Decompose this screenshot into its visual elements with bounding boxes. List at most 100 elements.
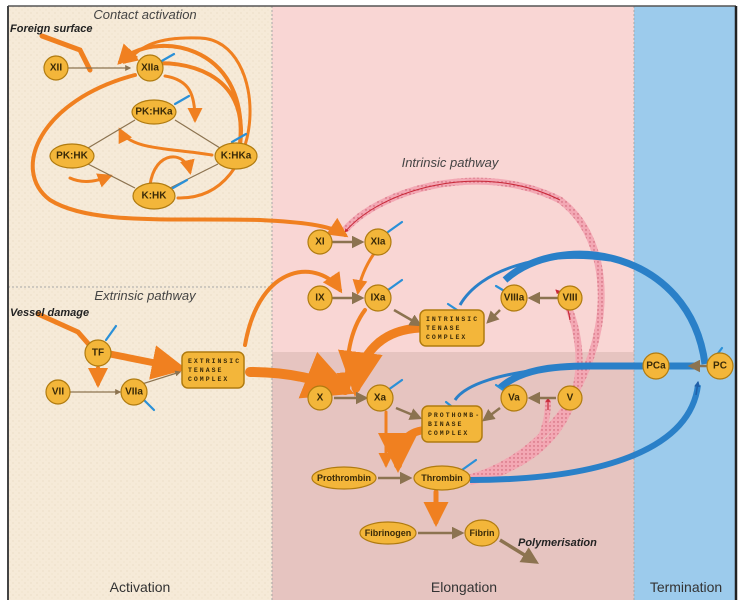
tf-to-extrinsic-tenase xyxy=(106,345,187,380)
section-activation-label: Activation xyxy=(110,579,171,595)
node-prothrombin[interactable]: Prothrombin xyxy=(311,466,377,490)
labels: Contact activation Extrinsic pathway Int… xyxy=(10,7,722,595)
node-v[interactable]: V xyxy=(557,385,583,411)
activation-arrows xyxy=(35,246,449,527)
k-hka-to-pk-hka xyxy=(118,127,214,157)
contact-activation-arrows xyxy=(30,33,349,238)
node-pc[interactable]: PC xyxy=(706,352,734,380)
intrinsic-tenase-complex[interactable]: INTRINSIC TENASE COMPLEX xyxy=(419,309,485,347)
protein-c-inhibition-arrows xyxy=(453,250,709,483)
node-viia[interactable]: VIIa xyxy=(120,378,148,406)
tick-tf xyxy=(104,324,118,342)
tick-xia xyxy=(386,220,404,234)
xiia-to-pk-hka xyxy=(163,74,203,123)
conversion-arrows xyxy=(68,65,708,564)
pk-hk-to-k-hk-line xyxy=(87,163,136,189)
tick-k-hk xyxy=(171,178,189,190)
node-pk-hka[interactable]: PK:HKa xyxy=(131,99,177,125)
k-hk-to-k-hka xyxy=(148,155,195,187)
intrinsic-pathway-label: Intrinsic pathway xyxy=(402,155,500,170)
node-pca[interactable]: PCa xyxy=(642,352,670,380)
prothrombinase-line-1: PROTHOMB- xyxy=(428,412,481,419)
prothrombinase-line-3: COMPLEX xyxy=(428,430,469,437)
node-k-hk[interactable]: K:HK xyxy=(132,182,176,210)
feedback-to-xia-head xyxy=(344,180,561,233)
node-pk-hka-label: PK:HKa xyxy=(135,107,173,118)
nodes: XII XIIa PK:HKa PK:HK K:HKa K:HK TF VII … xyxy=(43,54,734,547)
k-hk-to-xiia-loop xyxy=(122,36,252,200)
tick-pk-hka xyxy=(173,94,191,106)
node-k-hk-label: K:HK xyxy=(142,191,168,202)
contact-activation-label: Contact activation xyxy=(93,7,196,22)
extrinsic-pathway-label: Extrinsic pathway xyxy=(94,288,197,303)
node-k-hka[interactable]: K:HKa xyxy=(214,142,258,170)
prothrombinase-line-2: BINASE xyxy=(428,421,463,428)
node-xi-label: XI xyxy=(315,237,325,248)
extrinsic-tenase-complex[interactable]: EXTRINSIC TENASE COMPLEX xyxy=(181,351,245,389)
node-prothrombin-label: Prothrombin xyxy=(317,473,371,483)
thrombin-to-pc-head xyxy=(694,380,701,396)
node-viiia[interactable]: VIIIa xyxy=(500,284,528,312)
xiia-big-loop xyxy=(30,73,349,238)
node-xi[interactable]: XI xyxy=(307,229,333,255)
complexes: EXTRINSIC TENASE COMPLEX INTRINSIC TENAS… xyxy=(181,309,485,443)
node-ix-label: IX xyxy=(315,293,325,304)
vessel-damage-label: Vessel damage xyxy=(10,307,89,319)
node-xiia[interactable]: XIIa xyxy=(136,54,164,82)
pk-hk-to-pk-hka xyxy=(87,119,136,149)
node-fibrin[interactable]: Fibrin xyxy=(464,519,500,547)
node-xia-label: XIa xyxy=(370,237,385,248)
pca-to-intrinsic-tenase xyxy=(458,256,611,306)
node-fibrinogen[interactable]: Fibrinogen xyxy=(359,521,417,545)
node-ixa[interactable]: IXa xyxy=(364,284,392,312)
node-xii[interactable]: XII xyxy=(43,55,69,81)
tick-xiia xyxy=(158,52,176,64)
tick-thrombin xyxy=(460,458,478,472)
node-viiia-label: VIIIa xyxy=(504,293,525,304)
node-k-hka-label: K:HKa xyxy=(221,151,252,162)
intrinsic-tenase-line-3: COMPLEX xyxy=(426,334,467,341)
extrinsic-tenase-line-1: EXTRINSIC xyxy=(188,358,241,365)
node-v-label: V xyxy=(567,393,574,404)
node-xa[interactable]: Xa xyxy=(366,384,394,412)
tick-k-hka xyxy=(230,132,248,144)
thrombin-to-pc xyxy=(469,384,701,483)
node-thrombin[interactable]: Thrombin xyxy=(413,465,471,491)
va-to-prothrombinase xyxy=(482,407,501,422)
node-ixa-label: IXa xyxy=(370,293,385,304)
vessel-damage-wedge xyxy=(35,311,95,351)
node-x-label: X xyxy=(317,393,324,404)
tick-ixa xyxy=(386,278,404,292)
foreign-surface-wedge xyxy=(39,33,93,73)
intrinsic-tenase-line-2: TENASE xyxy=(426,325,461,332)
extrinsic-tenase-line-3: COMPLEX xyxy=(188,376,229,383)
prothrombinase-complex[interactable]: PROTHOMB- BINASE COMPLEX xyxy=(421,405,483,443)
node-xii-label: XII xyxy=(50,63,62,74)
viiia-to-intrinsic-tenase xyxy=(486,309,501,324)
pca-to-viiia xyxy=(502,250,709,365)
node-ix[interactable]: IX xyxy=(307,285,333,311)
section-elongation-label: Elongation xyxy=(431,579,497,595)
node-vii-label: VII xyxy=(52,387,64,398)
node-va-label: Va xyxy=(508,393,520,404)
node-xa-label: Xa xyxy=(374,393,387,404)
node-viia-label: VIIa xyxy=(125,387,143,398)
node-tf-label: TF xyxy=(92,348,104,359)
node-x[interactable]: X xyxy=(307,385,333,411)
node-pk-hk[interactable]: PK:HK xyxy=(49,143,95,169)
node-viii[interactable]: VIII xyxy=(557,285,583,311)
node-tf[interactable]: TF xyxy=(84,339,112,367)
node-va[interactable]: Va xyxy=(500,384,528,412)
node-xia[interactable]: XIa xyxy=(364,228,392,256)
foreign-surface-label: Foreign surface xyxy=(10,23,93,35)
node-pc-label: PC xyxy=(713,361,727,372)
section-termination-label: Termination xyxy=(650,579,722,595)
viia-to-extrinsic-tenase xyxy=(141,370,182,385)
node-pk-hk-label: PK:HK xyxy=(56,151,88,162)
node-xiia-label: XIIa xyxy=(141,63,159,74)
node-vii[interactable]: VII xyxy=(45,379,71,405)
extrinsic-tenase-to-ix xyxy=(243,269,343,347)
pca-to-prothrombinase xyxy=(453,366,561,401)
node-pca-label: PCa xyxy=(646,361,666,372)
